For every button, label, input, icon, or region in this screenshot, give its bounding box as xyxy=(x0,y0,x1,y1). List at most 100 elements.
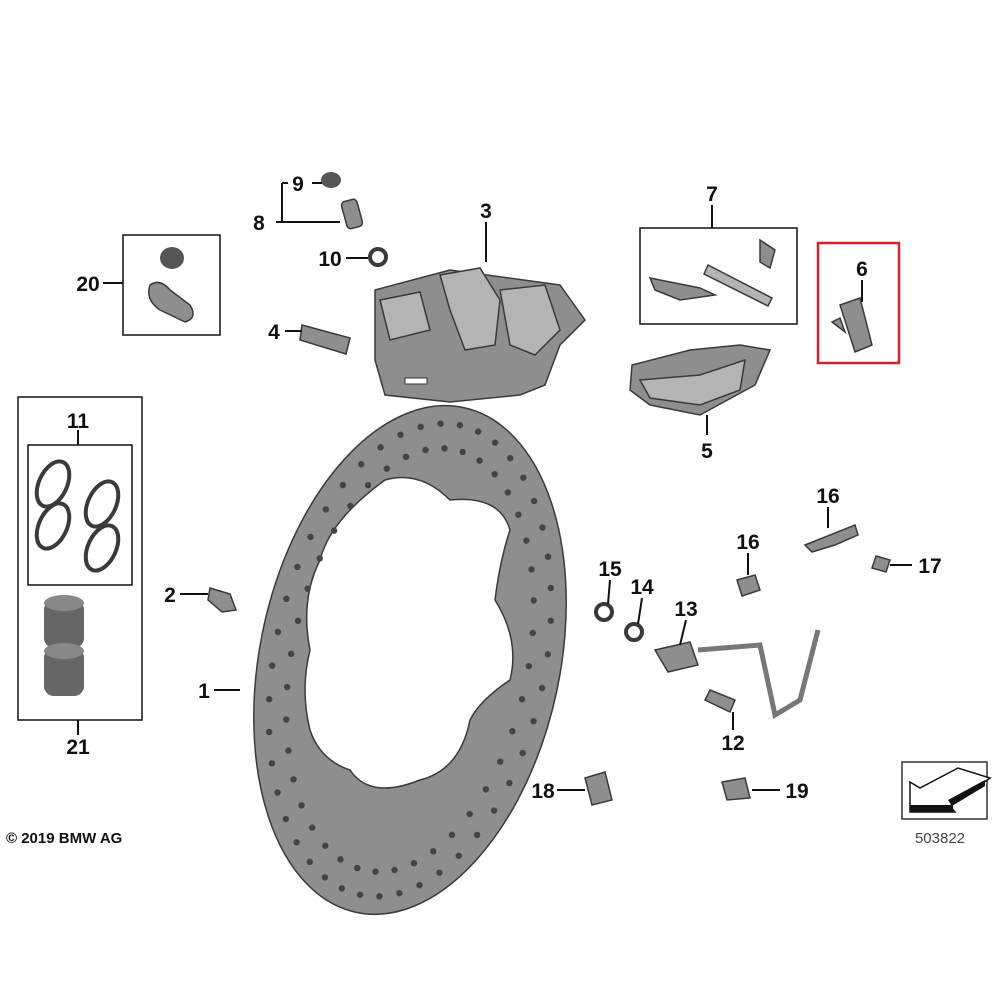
screw-17[interactable] xyxy=(871,555,891,573)
disc-hole xyxy=(268,662,276,669)
callout-16a: 16 xyxy=(736,531,759,554)
group-box-11 xyxy=(27,444,133,586)
disc-hole xyxy=(266,696,273,703)
disc-hole xyxy=(417,423,424,431)
callout-17: 17 xyxy=(918,555,941,578)
disc-hole xyxy=(265,728,273,736)
disc-hole xyxy=(544,651,552,658)
clip-16[interactable] xyxy=(736,574,761,597)
disc-hole xyxy=(437,420,444,427)
callout-21: 21 xyxy=(66,736,90,759)
disc-hole xyxy=(364,481,372,489)
disc-hole xyxy=(293,839,300,846)
callout-1: 1 xyxy=(198,680,210,703)
disc-hole xyxy=(307,533,314,541)
callout-10: 10 xyxy=(318,248,341,271)
disc-hole xyxy=(338,885,346,892)
disc-hole xyxy=(547,584,555,592)
disc-hole xyxy=(309,824,316,831)
disc-hole xyxy=(519,749,526,757)
disc-hole xyxy=(316,555,323,562)
callout-14: 14 xyxy=(630,576,654,599)
part-6-spring[interactable] xyxy=(830,297,873,354)
disc-hole xyxy=(547,617,554,624)
disc-hole xyxy=(491,471,498,478)
callout-4: 4 xyxy=(268,321,280,344)
disc-hole xyxy=(544,553,552,560)
disc-hole xyxy=(530,717,537,725)
disc-hole xyxy=(525,662,533,670)
copyright: © 2019 BMW AG xyxy=(6,830,122,847)
disc-hole xyxy=(283,683,291,691)
bolt-2[interactable] xyxy=(207,587,238,613)
disc-hole xyxy=(322,506,330,513)
disc-hole xyxy=(530,497,538,505)
disc-hole xyxy=(455,852,462,859)
callout-2: 2 xyxy=(164,584,176,607)
disc-hole xyxy=(347,502,354,510)
disc-hole xyxy=(491,439,499,446)
clip-19[interactable] xyxy=(721,777,751,801)
callout-9: 9 xyxy=(292,173,304,196)
disc-hole xyxy=(285,747,292,754)
disc-hole xyxy=(528,566,535,573)
disc-hole xyxy=(391,866,398,874)
brake-disc[interactable] xyxy=(210,376,611,943)
callout-20: 20 xyxy=(76,273,99,296)
clip-18[interactable] xyxy=(584,771,613,806)
callout-11: 11 xyxy=(67,410,90,433)
disc-hole xyxy=(354,864,361,872)
disc-hole xyxy=(402,453,410,461)
callout-3: 3 xyxy=(480,200,492,223)
disc-hole xyxy=(294,563,301,571)
part-20[interactable] xyxy=(148,247,194,323)
disc-hole xyxy=(448,831,456,839)
disc-hole xyxy=(372,868,379,875)
disc-hole xyxy=(396,889,403,897)
disc-hole xyxy=(268,760,276,767)
disc-hole xyxy=(518,695,526,703)
disc-hole xyxy=(306,858,313,866)
brake-caliper[interactable] xyxy=(374,267,586,403)
group-box-20 xyxy=(122,234,221,336)
disc-hole xyxy=(283,595,290,603)
disc-hole xyxy=(322,842,329,849)
bleeder-valve[interactable] xyxy=(321,172,388,267)
disc-hole xyxy=(304,585,311,592)
disc-hole xyxy=(416,882,423,889)
disc-hole xyxy=(466,810,473,818)
disc-hole xyxy=(358,461,365,468)
leader-lines xyxy=(77,182,912,791)
disc-hole xyxy=(383,465,390,472)
disc-hole xyxy=(507,454,514,462)
disc-hole xyxy=(290,776,297,783)
disc-hole xyxy=(321,874,329,881)
seal-kit[interactable] xyxy=(30,456,125,575)
callout-19: 19 xyxy=(785,780,808,803)
diagram-number: 503822 xyxy=(915,830,965,847)
disc-hole xyxy=(287,650,295,658)
disc-hole xyxy=(436,869,443,876)
disc-hole xyxy=(538,684,546,692)
disc-hole xyxy=(539,524,546,531)
callout-18: 18 xyxy=(531,780,555,803)
bracket-16[interactable] xyxy=(803,523,859,553)
disc-hole xyxy=(337,856,344,863)
pistons[interactable] xyxy=(44,595,84,696)
pad-fitting-kit[interactable] xyxy=(648,238,776,308)
disc-hole xyxy=(294,617,302,625)
disc-hole xyxy=(474,428,482,435)
disc-hole xyxy=(282,815,290,823)
disc-hole xyxy=(339,481,347,489)
abs-sensor[interactable] xyxy=(594,602,821,719)
disc-hole xyxy=(430,848,437,855)
callout-13: 13 xyxy=(674,598,697,621)
highlight-box-6 xyxy=(816,241,901,365)
disc-hole xyxy=(520,474,527,481)
bolt-4[interactable] xyxy=(299,324,351,355)
disc-hole xyxy=(298,802,305,809)
disc-hole xyxy=(476,457,483,464)
disc-hole xyxy=(356,891,364,898)
brake-pad[interactable] xyxy=(629,344,772,416)
